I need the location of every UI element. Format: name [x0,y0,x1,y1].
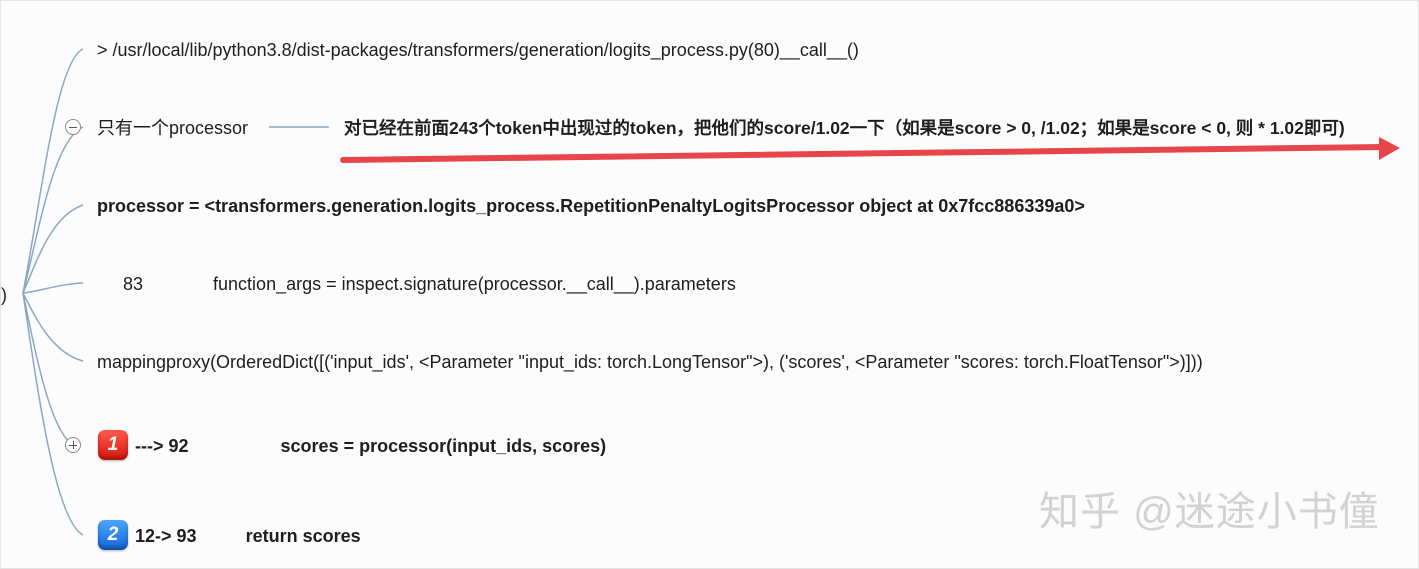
node-debugger-path[interactable]: > /usr/local/lib/python3.8/dist-packages… [97,40,859,60]
line-code: function_args = inspect.signature(proces… [213,274,736,294]
node-processor-note[interactable]: 只有一个processor [97,118,249,138]
step-1-code: scores = processor(input_ids, scores) [280,436,607,456]
branch-to-processor-note [22,126,84,294]
branch-to-processor-repr [22,204,84,294]
node-step-1[interactable]: ---> 92 scores = processor(input_ids, sco… [135,435,606,457]
branch-to-step1 [22,292,74,446]
plus-circle-icon[interactable] [65,437,81,453]
node-line-83[interactable]: 83 function_args = inspect.signature(proc… [97,273,736,295]
annotation-arrow [340,137,1400,163]
minus-circle-icon[interactable] [65,119,81,135]
root-fragment: ) [1,285,7,305]
line-number: 83 [123,274,144,294]
branch-to-mapping [22,292,84,362]
step-2-line: 12-> 93 [135,526,197,546]
node-mappingproxy[interactable]: mappingproxy(OrderedDict([('input_ids', … [97,352,1203,372]
step-1-line: ---> 92 [135,436,189,456]
branch-to-line83 [22,282,84,294]
branch-to-path [22,48,84,294]
branch-to-step2 [22,292,84,536]
priority-2-marker: 2 [98,520,128,550]
node-processor-repr[interactable]: processor = <transformers.generation.log… [97,196,1085,216]
step-2-code: return scores [245,526,361,546]
watermark: 知乎 @迷途小书僮 [1039,490,1380,534]
node-annotation[interactable]: 对已经在前面243个token中出现过的token，把他们的score/1.02… [344,118,1345,138]
priority-1-marker: 1 [98,430,128,460]
node-step-2[interactable]: 12-> 93 return scores [135,525,361,547]
